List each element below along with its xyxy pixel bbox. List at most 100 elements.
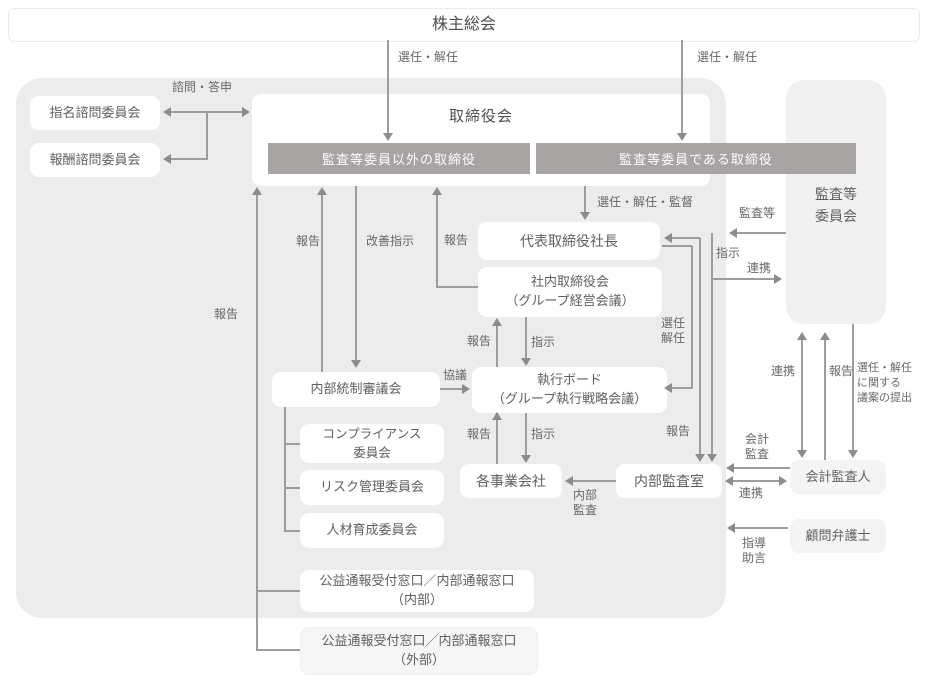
arrowhead-up — [492, 318, 502, 326]
arrowhead-down — [677, 133, 687, 141]
connector-line — [166, 158, 207, 160]
connector-line — [691, 246, 693, 389]
connector-line — [801, 336, 803, 452]
arrowhead-left — [726, 463, 734, 473]
edge-label-report-icc: 報告 — [296, 234, 321, 248]
connector-line — [711, 278, 777, 280]
connector-line — [256, 649, 300, 651]
node-whistleblowing-internal: 公益通報受付窓口／内部通報窓口 （内部） — [300, 570, 534, 612]
node-audit-committee: 監査等 委員会 — [815, 186, 857, 225]
node-legal-advisor: 顧問弁護士 — [790, 519, 886, 553]
node-executive-board: 執行ボード （グループ執行戦略会議） — [472, 367, 667, 413]
arrowhead-left — [727, 523, 735, 533]
arrowhead-right — [779, 476, 787, 486]
connector-line — [584, 186, 586, 213]
edge-label-consultation: 協議 — [443, 368, 468, 382]
edge-label-proposal-submission: 選任・解任 に関する 議案の提出 — [857, 362, 912, 404]
arrowhead-down — [695, 454, 705, 462]
connector-line — [732, 527, 788, 529]
node-compensation-committee: 報酬諮問委員会 — [30, 143, 160, 177]
edge-label-instruct-mid: 指示 — [531, 335, 556, 349]
arrowhead-left — [664, 383, 672, 393]
arrowhead-up — [432, 187, 442, 195]
connector-line — [284, 487, 300, 489]
arrowhead-down — [580, 212, 590, 220]
edge-label-consult-report: 諮問・答申 — [172, 80, 233, 94]
edge-label-report-long: 報告 — [214, 307, 239, 321]
node-directors-audit: 監査等委員である取締役 — [536, 143, 856, 174]
connector-line — [662, 245, 692, 247]
arrowhead-left — [725, 476, 733, 486]
node-accounting-auditor: 会計監査人 — [790, 460, 886, 494]
edge-label-accounting-audit: 会計 監査 — [745, 432, 770, 461]
edge-label-report-mid: 報告 — [467, 334, 492, 348]
edge-label-appoint-dismiss-left: 選任・解任 — [398, 50, 459, 64]
connector-line — [284, 443, 300, 445]
connector-line — [496, 319, 498, 367]
arrowhead-left — [163, 107, 171, 117]
connector-line — [436, 286, 478, 288]
connector-line — [284, 530, 300, 532]
arrowhead-up — [797, 332, 807, 340]
arrowhead-right — [462, 384, 470, 394]
connector-line — [852, 324, 854, 452]
connector-line — [321, 190, 323, 372]
edge-label-guidance-advice: 指導 助言 — [742, 536, 767, 565]
node-internal-control-council: 内部統制審議会 — [272, 372, 440, 407]
node-shareholders-meeting: 株主総会 — [8, 8, 920, 42]
edge-label-cooperate-right: 連携 — [747, 261, 772, 275]
arrowhead-up — [492, 412, 502, 420]
audit-committee-panel — [786, 80, 886, 324]
edge-label-appoint-dismiss-right: 選任・解任 — [697, 50, 758, 64]
edge-label-cooperate-vertical: 連携 — [771, 364, 796, 378]
arrowhead-right — [242, 107, 250, 117]
arrowhead-down — [521, 455, 531, 463]
edge-label-report-bend: 報告 — [444, 233, 469, 247]
node-internal-directors-board: 社内取締役会 （グループ経営会議） — [478, 267, 662, 317]
edge-label-report-vertical: 報告 — [829, 364, 854, 378]
connector-line — [732, 467, 790, 469]
edge-label-report-lower: 報告 — [467, 427, 492, 441]
edge-label-internal-audit: 内部 監査 — [573, 488, 598, 517]
edge-label-appoint-dismiss-exec: 選任 解任 — [661, 316, 686, 345]
node-risk-management-committee: リスク管理委員会 — [300, 470, 444, 505]
arrowhead-down — [521, 358, 531, 366]
edge-label-report-audit-office: 報告 — [666, 424, 691, 438]
node-whistleblowing-external: 公益通報受付窓口／内部通報窓口 （外部） — [300, 627, 538, 675]
edge-label-instruct-lower: 指示 — [531, 427, 556, 441]
connector-line — [256, 590, 300, 592]
connector-line — [256, 190, 258, 651]
connector-line — [572, 480, 616, 482]
arrowhead-left — [565, 476, 573, 486]
edge-label-instruct-right: 指示 — [716, 246, 741, 260]
board-of-directors-title: 取締役会 — [448, 108, 513, 125]
connector-line — [284, 407, 286, 532]
connector-line — [668, 237, 700, 239]
connector-line — [440, 388, 464, 390]
node-business-companies: 各事業会社 — [460, 464, 562, 498]
node-internal-audit-office: 内部監査室 — [616, 464, 722, 498]
arrowhead-up — [317, 187, 327, 195]
connector-line — [206, 112, 208, 160]
arrowhead-down — [707, 454, 717, 462]
connector-line — [387, 40, 389, 134]
arrowhead-left — [163, 154, 171, 164]
arrowhead-left — [729, 228, 737, 238]
arrowhead-down — [848, 450, 858, 458]
node-nomination-committee: 指名諮問委員会 — [30, 96, 160, 130]
arrowhead-down — [351, 360, 361, 368]
connector-line — [711, 233, 713, 455]
edge-label-appoint-dismiss-supervise: 選任・解任・監督 — [597, 195, 694, 209]
arrowhead-up — [820, 332, 830, 340]
node-compliance-committee: コンプライアンス 委員会 — [300, 424, 444, 463]
arrowhead-down — [383, 133, 393, 141]
connector-line — [730, 480, 783, 482]
connector-line — [733, 232, 786, 234]
arrowhead-up — [252, 187, 262, 195]
connector-line — [668, 387, 692, 389]
node-hr-development-committee: 人材育成委員会 — [300, 513, 444, 548]
arrowhead-left — [664, 233, 672, 243]
connector-line — [496, 413, 498, 464]
arrowhead-right — [774, 274, 782, 284]
